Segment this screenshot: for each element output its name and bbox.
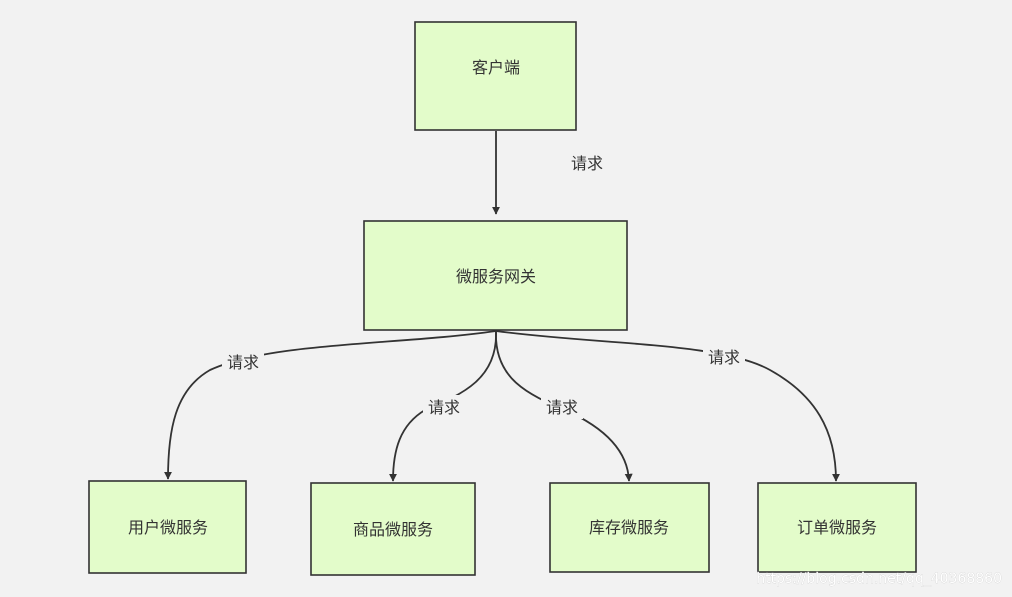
edge-label-gateway-to-product: 请求 — [428, 398, 460, 417]
edge-label-gateway-to-user: 请求 — [227, 353, 259, 372]
node-inventory-service-label: 库存微服务 — [589, 518, 669, 537]
node-client: 客户端 — [414, 21, 577, 131]
edge-gateway-to-order-service — [495, 330, 840, 482]
node-order-service-label: 订单微服务 — [797, 518, 877, 537]
edge-label-client-to-gateway: 请求 — [571, 154, 603, 173]
edge-label-gateway-to-order: 请求 — [708, 348, 740, 367]
edge-label-gateway-to-inventory: 请求 — [546, 398, 578, 417]
node-inventory-service: 库存微服务 — [549, 482, 710, 573]
node-product-service: 商品微服务 — [310, 482, 476, 576]
edge-labels: 请求 请求 请求 请求 请求 — [222, 154, 745, 419]
node-order-service: 订单微服务 — [757, 482, 917, 573]
node-gateway: 微服务网关 — [363, 220, 628, 331]
node-user-service-label: 用户微服务 — [128, 518, 208, 537]
node-gateway-label: 微服务网关 — [456, 267, 536, 286]
watermark-text: https://blog.csdn.net/qq_40368860 — [756, 571, 1002, 587]
node-client-label: 客户端 — [472, 58, 520, 77]
node-product-service-label: 商品微服务 — [353, 520, 433, 539]
node-user-service: 用户微服务 — [88, 480, 247, 574]
